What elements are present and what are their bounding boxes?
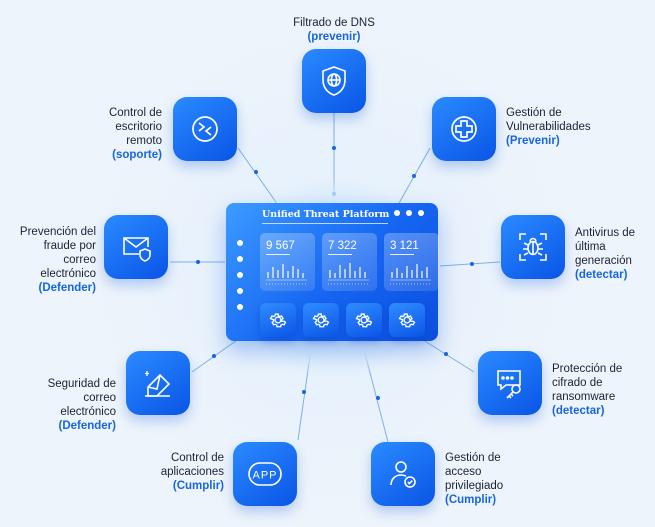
stat-value: 3 121 — [390, 240, 419, 252]
bar-sparkline-icon — [390, 264, 431, 285]
mail-shield-icon — [123, 237, 151, 262]
stat-value: 7 322 — [328, 240, 357, 252]
node-text: Prevención del fraude por correo electró… — [19, 226, 96, 280]
sidebar-dots — [237, 240, 243, 310]
window-dots — [394, 210, 424, 216]
node-text: Control de aplicaciones — [160, 452, 224, 478]
node-text: Seguridad de correo electrónico — [47, 378, 116, 418]
node-action: (Defender) — [38, 282, 96, 294]
user-check-icon — [390, 461, 416, 488]
node-action: (Cumplir) — [445, 494, 497, 506]
node-text: Control de escritorio remoto — [108, 107, 162, 147]
node-text: Antivirus de última generación — [575, 227, 636, 267]
node-tile-privileged-access[interactable] — [371, 442, 435, 506]
node-action: (detectar) — [575, 269, 628, 281]
gear-icon — [269, 313, 287, 328]
gear-icon — [355, 313, 373, 328]
node-text: Protección de cifrado de ransomware — [552, 363, 623, 403]
settings-gear-button[interactable] — [346, 303, 382, 337]
app-icon: APP — [248, 462, 282, 486]
node-label-applications: Control de aplicaciones (Cumplir) — [140, 451, 224, 493]
node-tile-remote-desktop[interactable] — [173, 97, 237, 161]
gear-icon — [312, 313, 330, 328]
node-action: (soporte) — [112, 149, 162, 161]
node-action: (Prevenir) — [506, 135, 560, 147]
shield-globe-icon — [322, 66, 346, 96]
node-label-remote-desktop: Control de escritorio remoto (soporte) — [62, 106, 162, 162]
node-label-email-fraud: Prevención del fraude por correo electró… — [0, 225, 96, 295]
stat-card: 9 567 — [260, 233, 315, 291]
node-text: Gestión de Vulnerabilidades — [506, 107, 591, 133]
node-tile-vulnerabilities[interactable] — [432, 97, 496, 161]
key-chat-icon — [497, 370, 521, 399]
settings-gear-button[interactable] — [303, 303, 339, 337]
dashboard-title: Unified Threat Platform — [262, 209, 390, 220]
node-tile-applications[interactable]: APP — [233, 442, 297, 506]
node-tile-email-security[interactable] — [126, 351, 190, 415]
settings-gear-button[interactable] — [260, 303, 296, 337]
title-underline — [262, 223, 388, 224]
stat-value: 9 567 — [266, 240, 295, 252]
medical-cross-icon — [451, 116, 477, 142]
node-label-antivirus: Antivirus de última generación (detectar… — [575, 226, 653, 282]
svg-text:APP: APP — [252, 470, 277, 482]
settings-gear-button[interactable] — [389, 303, 425, 337]
node-action: (Defender) — [58, 420, 116, 432]
node-label-dns: Filtrado de DNS (prevenir) — [270, 16, 398, 44]
bar-sparkline-icon — [328, 263, 369, 285]
node-label-ransomware: Protección de cifrado de ransomware (det… — [552, 362, 652, 418]
node-label-privileged-access: Gestión de acceso privilegiado (Cumplir) — [445, 451, 545, 507]
bar-sparkline-icon — [266, 264, 307, 285]
node-tile-dns[interactable] — [302, 49, 366, 113]
node-action: (prevenir) — [307, 31, 361, 43]
node-tile-antivirus[interactable] — [501, 215, 565, 279]
node-text: Gestión de acceso privilegiado — [445, 452, 504, 492]
node-tile-ransomware[interactable] — [478, 351, 542, 415]
remote-arrows-icon — [192, 116, 218, 142]
node-action: (Cumplir) — [172, 480, 224, 492]
envelope-cursor-icon — [145, 371, 171, 397]
stat-card: 7 322 — [322, 233, 377, 291]
gear-icon — [398, 313, 416, 328]
bug-scan-icon — [519, 233, 547, 261]
node-text: Filtrado de DNS — [293, 17, 375, 29]
node-label-vulnerabilities: Gestión de Vulnerabilidades (Prevenir) — [506, 106, 646, 148]
node-label-email-security: Seguridad de correo electrónico (Defende… — [20, 377, 116, 433]
node-action: (detectar) — [552, 405, 605, 417]
unified-threat-platform-dashboard: Unified Threat Platform 9 567 7 322 3 12… — [226, 203, 439, 341]
node-tile-email-fraud[interactable] — [104, 215, 168, 279]
stat-card: 3 121 — [384, 233, 439, 291]
